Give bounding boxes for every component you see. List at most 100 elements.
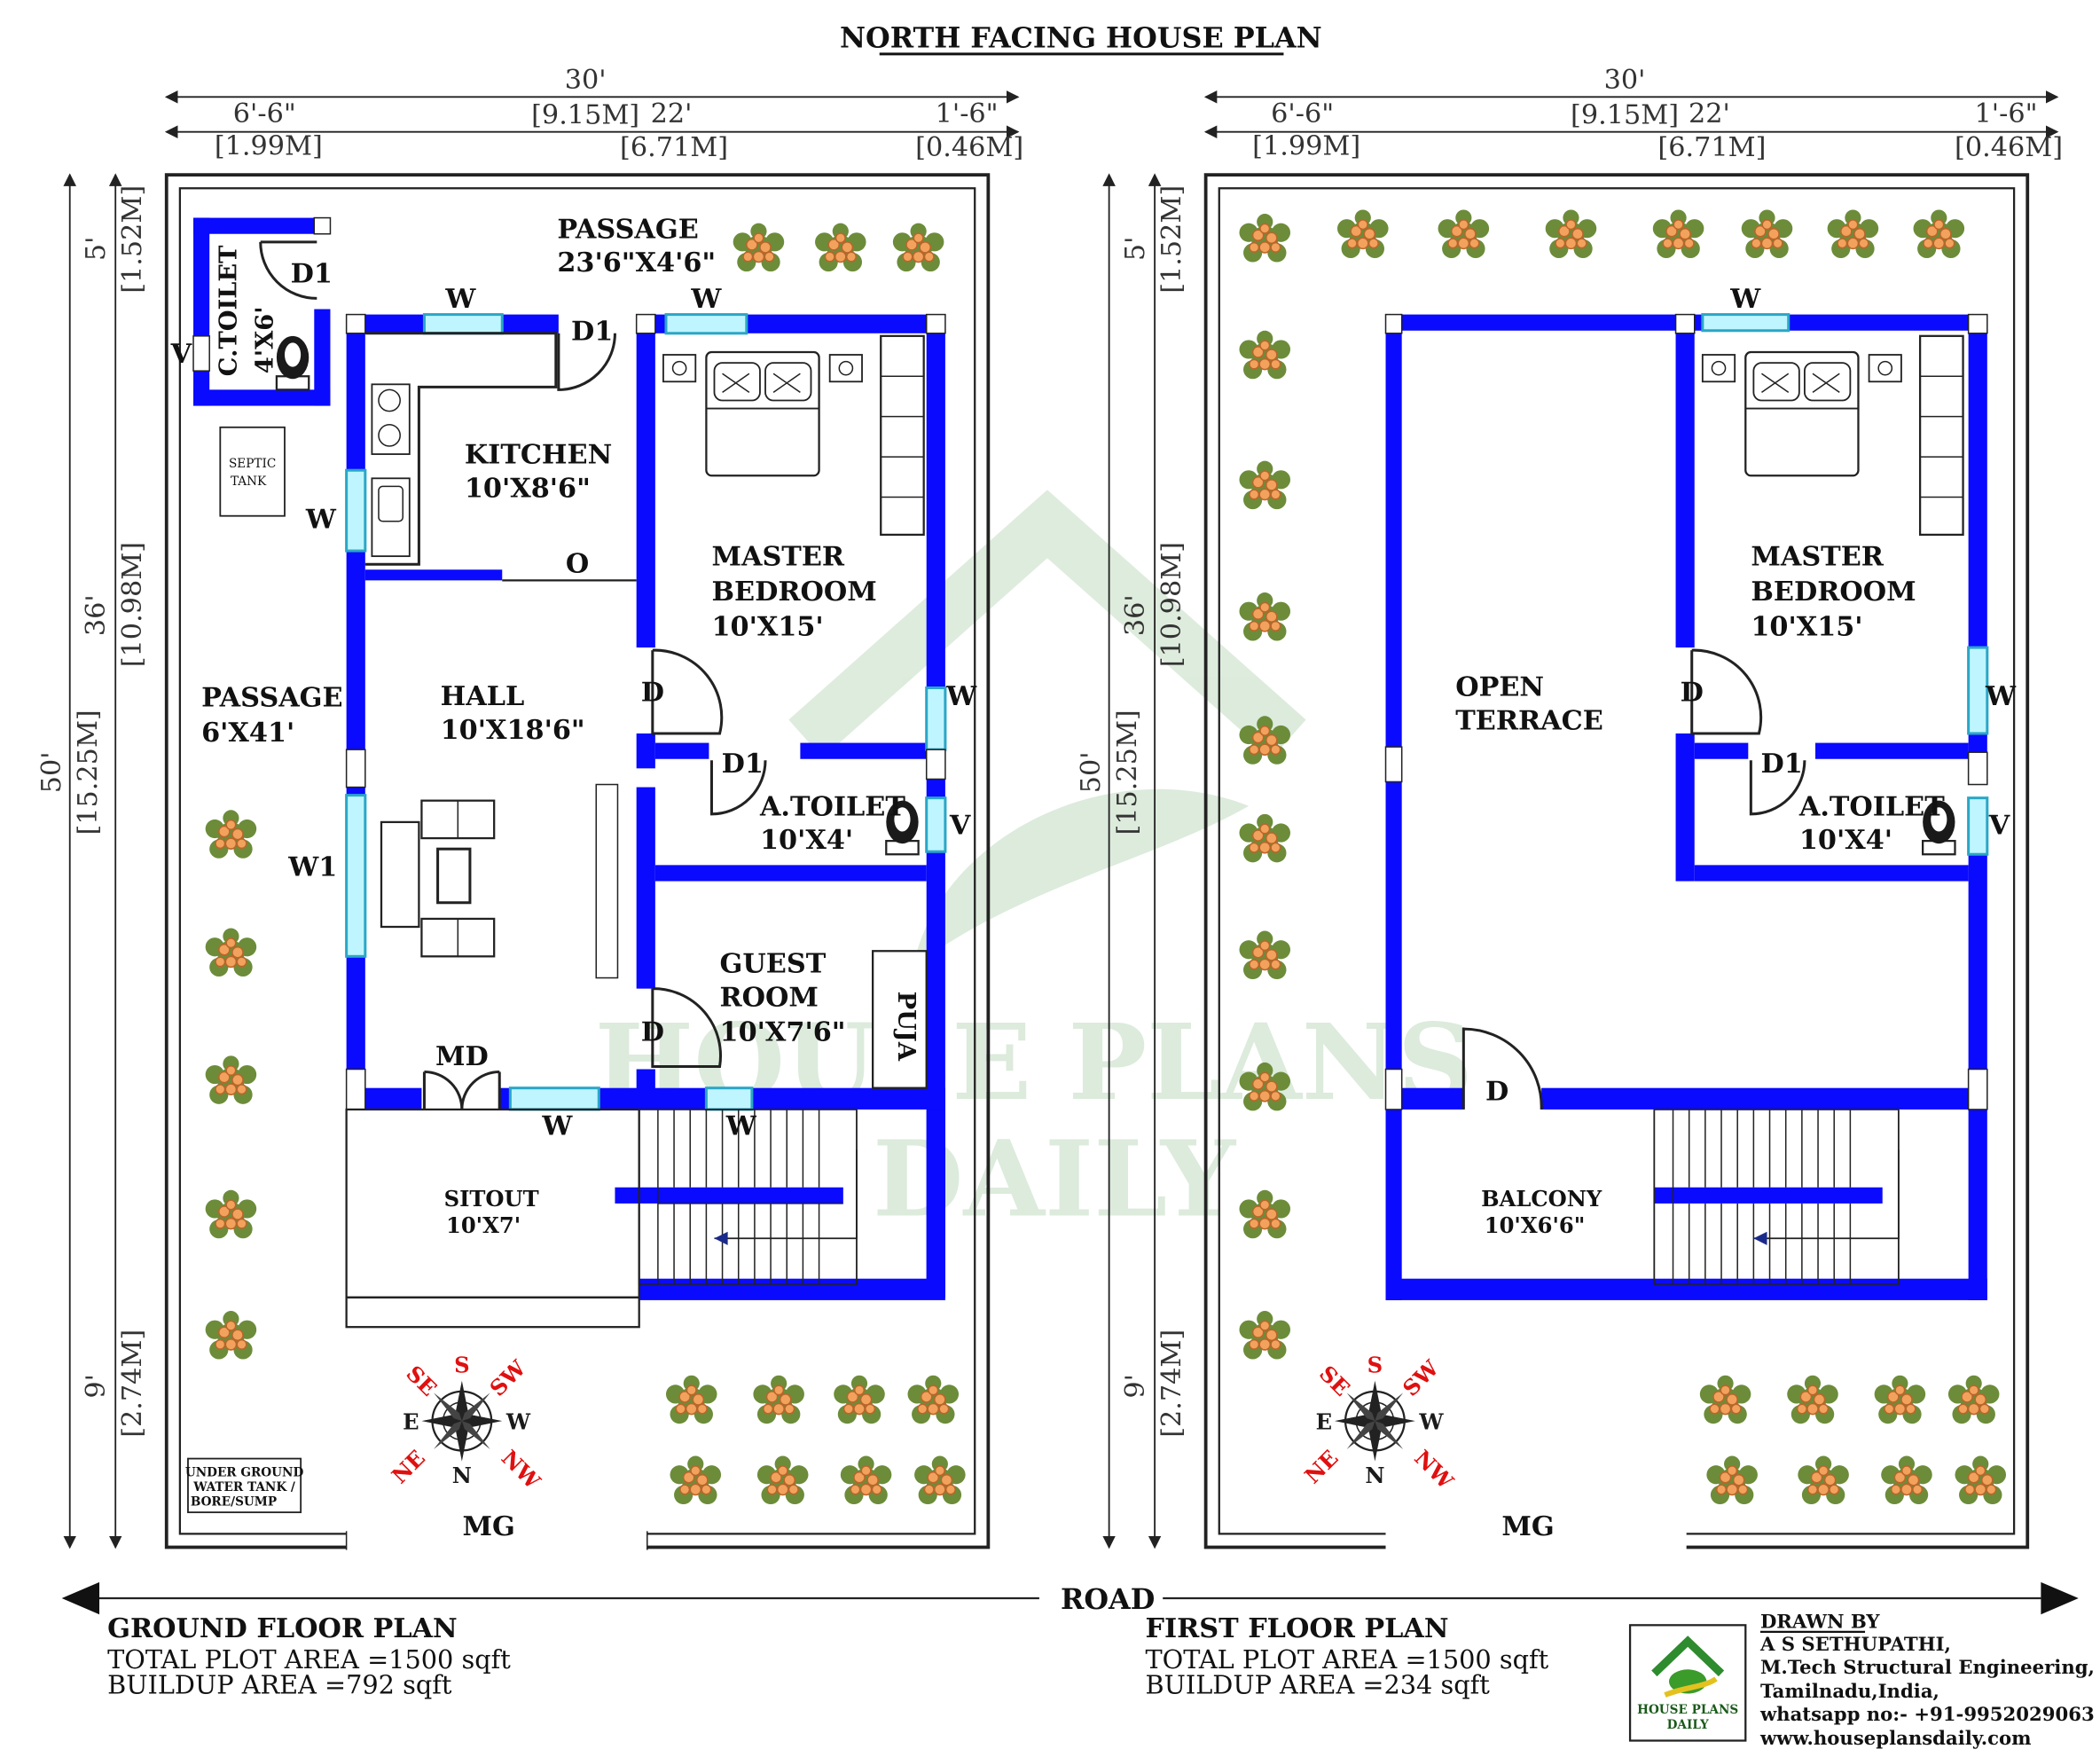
tag-v-toilet: V (170, 339, 192, 370)
dim-mid-m-2: [6.71M] (1657, 132, 1766, 163)
first-tag-d-master: D (1681, 678, 1704, 709)
sump-box (187, 1457, 302, 1514)
dim-bottom-ft: 9' (81, 1374, 112, 1399)
first-plants (1238, 208, 2007, 1505)
dim-height-ft-2: 50' (1076, 751, 1107, 793)
dim-width-ft: 30' (565, 65, 607, 96)
atoilet-size: 10'X4' (760, 825, 853, 856)
ground-caption-title: GROUND FLOOR PLAN (107, 1613, 458, 1644)
dim-middle-m: [10.98M] (117, 542, 148, 667)
dim-middle-m-2: [10.98M] (1156, 542, 1187, 667)
svg-text:S: S (454, 1353, 470, 1378)
dim-right-m-2: [0.46M] (1955, 132, 2063, 163)
dim-top-ft: 5' (81, 237, 112, 262)
ctoilet-size: 4'X6' (250, 306, 278, 373)
dim-width-m: [9.15M] (531, 100, 639, 131)
svg-text:NW: NW (497, 1445, 546, 1494)
logo: HOUSE PLANS DAILY (1628, 1624, 1747, 1742)
svg-text:W: W (1418, 1408, 1444, 1434)
tag-w-kitchen-side: W (305, 504, 337, 535)
first-tag-w-top: W (1729, 284, 1761, 315)
master-name2: BEDROOM (711, 577, 876, 608)
tag-o-opening: O (566, 548, 589, 579)
first-floor-plan: 30' [9.15M] 6'-6" [1.99M] 22' [6.71M] 1'… (1076, 65, 2063, 1699)
first-master-name2: BEDROOM (1751, 577, 1916, 608)
ground-staircase (638, 1109, 858, 1285)
ground-floor-plan: 30' [9.15M] 6'-6" [1.99M] 22' [6.71M] 1'… (36, 65, 1023, 1699)
road-label: ROAD (1061, 1583, 1155, 1616)
credits-phone: whatsapp no:- +91-9952029063 (1759, 1703, 2095, 1725)
first-caption-title: FIRST FLOOR PLAN (1145, 1613, 1448, 1644)
tag-mg-main-gate: MG (462, 1511, 514, 1542)
first-caption-build: BUILDUP AREA =234 sqft (1145, 1670, 1490, 1700)
first-staircase (1653, 1109, 1900, 1285)
dim-mid-ft-2: 22' (1689, 98, 1730, 129)
guest-name2: ROOM (720, 982, 819, 1013)
sitout-size: 10'X7' (446, 1212, 521, 1238)
dim-middle-ft-2: 36' (1120, 594, 1151, 636)
dim-left-ft-2: 6'-6" (1271, 98, 1334, 129)
sump-line2: WATER TANK / (192, 1480, 295, 1494)
ground-walls (345, 313, 947, 1300)
credits-place: Tamilnadu,India, (1760, 1680, 1939, 1702)
watermark: HOUSE PLANS DAILY (595, 490, 1473, 1241)
tag-d1-kitchen: D1 (571, 316, 613, 347)
dim-top-ft-2: 5' (1120, 237, 1151, 262)
first-walls (1384, 313, 1989, 1300)
septic-tank (219, 426, 286, 517)
svg-text:E: E (1316, 1408, 1332, 1434)
logo-line1: HOUSE PLANS (1637, 1703, 1738, 1717)
first-tag-d1-atoilet: D1 (1761, 749, 1803, 780)
svg-text:NW: NW (1409, 1445, 1459, 1494)
sofa-set (380, 783, 619, 979)
page-title: NORTH FACING HOUSE PLAN (840, 21, 1322, 54)
dim-right-m: [0.46M] (915, 132, 1023, 163)
road-arrow: ROAD (61, 1581, 2079, 1616)
first-tag-d-terrace: D (1485, 1076, 1508, 1107)
dim-top-m-2: [1.52M] (1156, 185, 1187, 294)
atoilet-name: A.TOILET (759, 791, 905, 822)
credits-drawn-by: DRAWN BY (1760, 1610, 1880, 1632)
passage-top-size: 23'6"X4'6" (557, 247, 716, 278)
ground-left-dimensions: 50' [15.25M] 5' [1.52M] 36' [10.98M] 9' … (36, 173, 148, 1549)
first-master-size: 10'X15' (1751, 611, 1862, 642)
sump-line3: BORE/SUMP (191, 1495, 277, 1510)
passage-side-name: PASSAGE (201, 683, 342, 714)
dim-mid-ft: 22' (651, 98, 693, 129)
svg-text:NE: NE (1299, 1445, 1343, 1488)
dim-mid-m: [6.71M] (620, 132, 728, 163)
dim-middle-ft: 36' (81, 594, 112, 636)
kitchen-name: KITCHEN (465, 440, 612, 471)
tag-d-master: D (641, 678, 664, 709)
common-toilet: C.TOILET 4'X6' (192, 216, 332, 406)
tag-w-front-2: W (725, 1111, 757, 1142)
first-atoilet-size: 10'X4' (1799, 825, 1892, 856)
master-name1: MASTER (711, 542, 844, 573)
svg-text:W: W (505, 1408, 531, 1434)
tag-v-atoilet: V (949, 811, 971, 842)
dim-top-m: [1.52M] (117, 185, 148, 294)
ground-caption-plot: TOTAL PLOT AREA =1500 sqft (107, 1644, 511, 1675)
dim-height-ft: 50' (36, 751, 67, 793)
terrace-name2: TERRACE (1455, 705, 1603, 736)
hall-size: 10'X18'6" (441, 715, 585, 746)
first-caption-plot: TOTAL PLOT AREA =1500 sqft (1145, 1644, 1548, 1675)
dim-bottom-m: [2.74M] (117, 1330, 148, 1438)
tag-w-front: W (541, 1111, 573, 1142)
sitout-name: SITOUT (444, 1186, 539, 1212)
tag-d1-toilet: D1 (291, 258, 333, 289)
guest-name1: GUEST (720, 948, 827, 979)
dim-bottom-m-2: [2.74M] (1156, 1330, 1187, 1438)
tag-w-master-side: W (945, 681, 977, 712)
dim-height-m: [15.25M] (73, 710, 104, 835)
tag-d1-atoilet: D1 (722, 749, 764, 780)
svg-text:SW: SW (1398, 1354, 1445, 1401)
dim-left-m-2: [1.99M] (1252, 130, 1360, 161)
balcony-name: BALCONY (1481, 1186, 1602, 1212)
ground-caption-build: BUILDUP AREA =792 sqft (107, 1670, 452, 1700)
dim-bottom-ft-2: 9' (1120, 1374, 1151, 1399)
tag-w-kitchen: W (444, 284, 476, 315)
sump-line1: UNDER GROUND (185, 1465, 304, 1479)
tag-w1-hall: W1 (287, 851, 337, 882)
first-compass: S N E W SE SW NE NW (1299, 1353, 1459, 1494)
